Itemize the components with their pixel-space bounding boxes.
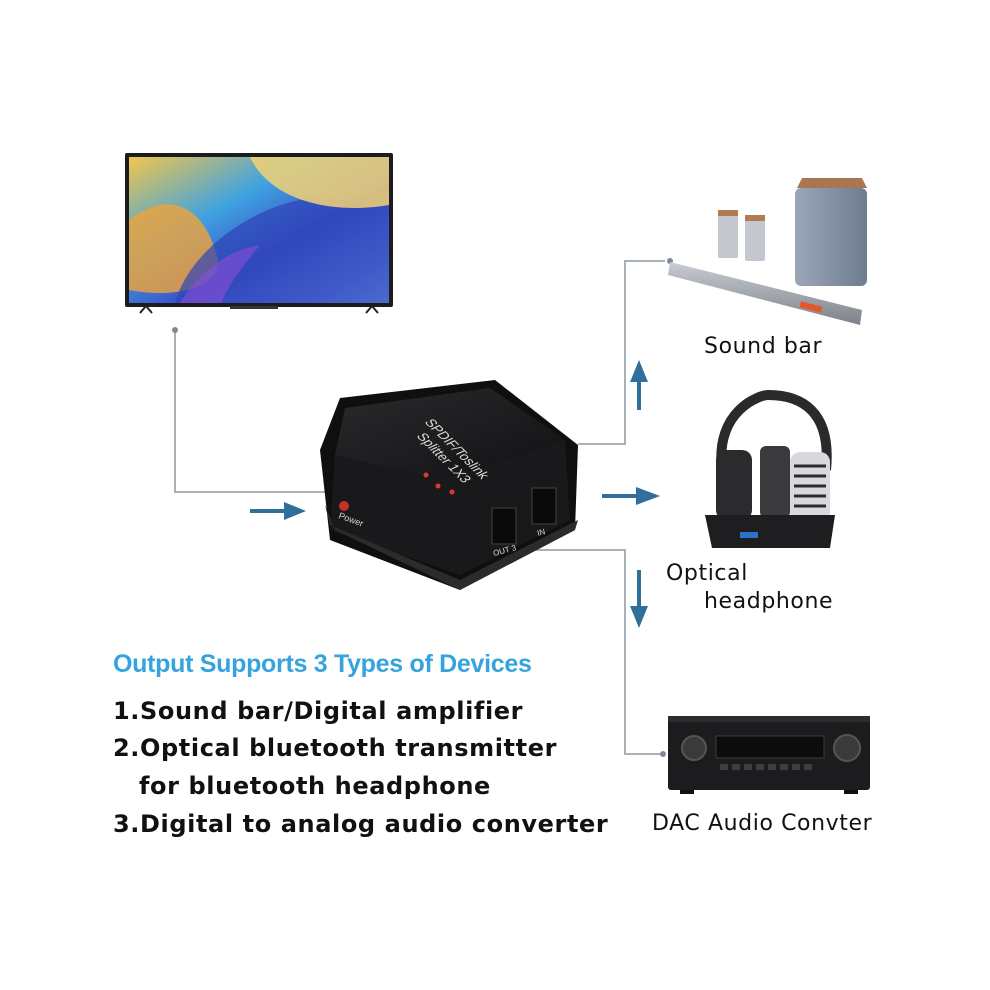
arrow-down-dac-icon bbox=[630, 570, 648, 628]
headphone-label-line2: headphone bbox=[704, 589, 834, 614]
sound-bar-illustration bbox=[668, 178, 867, 325]
sound-bar-label: Sound bar bbox=[704, 334, 823, 359]
dac-illustration bbox=[668, 716, 870, 794]
dac-label: DAC Audio Convter bbox=[652, 811, 873, 836]
arrow-right-headphone-icon bbox=[602, 487, 660, 505]
in-port-label: IN bbox=[536, 527, 546, 538]
feature-item-2-cont: for bluetooth headphone bbox=[139, 772, 491, 800]
splitter-illustration bbox=[320, 380, 578, 590]
arrows bbox=[250, 360, 660, 628]
feature-item-2: 2.Optical bluetooth transmitter bbox=[113, 734, 558, 762]
arrow-up-sound-bar-icon bbox=[630, 360, 648, 410]
tv-illustration bbox=[125, 153, 393, 314]
headphone-illustration bbox=[705, 389, 835, 548]
arrow-right-input-icon bbox=[250, 502, 306, 520]
feature-item-1: 1.Sound bar/Digital amplifier bbox=[113, 697, 524, 725]
headphone-label-line1: Optical bbox=[666, 561, 748, 586]
features-heading: Output Supports 3 Types of Devices bbox=[113, 650, 532, 678]
feature-item-3: 3.Digital to analog audio converter bbox=[113, 810, 609, 838]
connection-lines bbox=[172, 258, 673, 757]
